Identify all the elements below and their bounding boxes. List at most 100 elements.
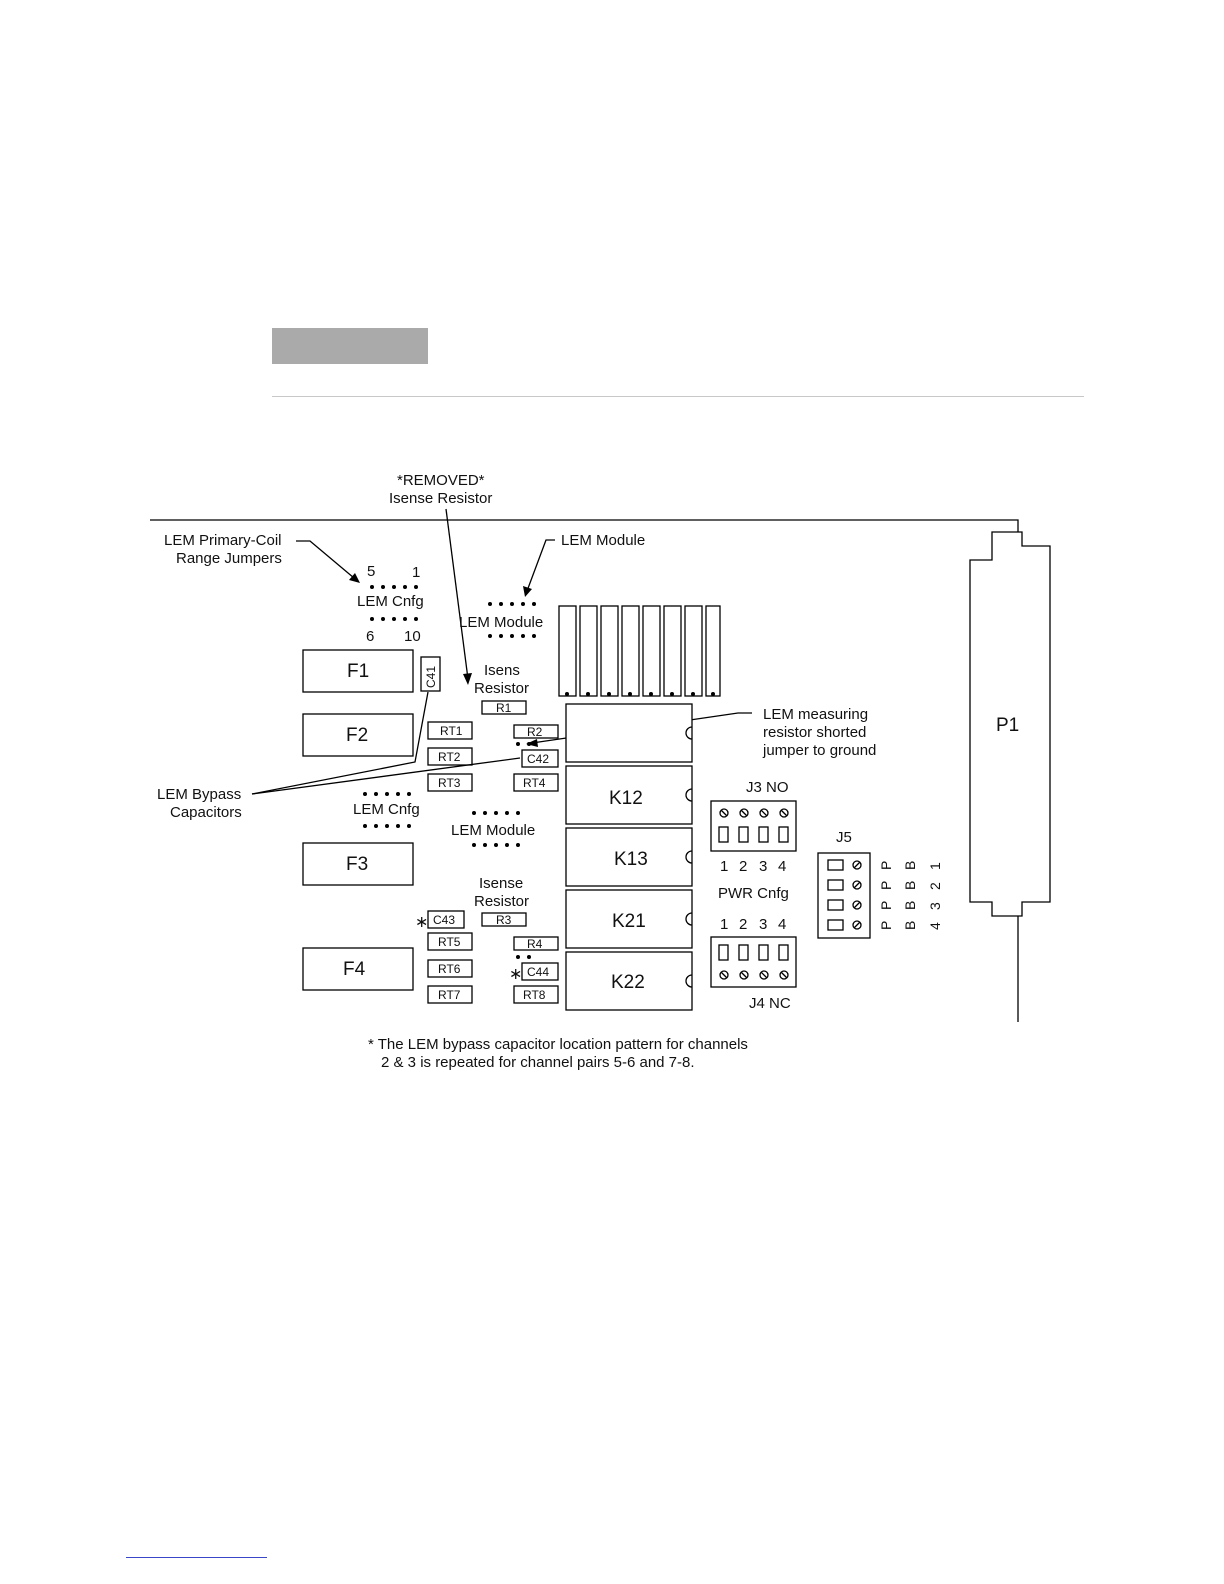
note-line-1: * The LEM bypass capacitor location patt… [368,1036,748,1053]
lem-primary-coil-label: LEM Primary-Coil [164,532,282,549]
pwr-cnfg-label: PWR Cnfg [718,885,789,902]
lem-bypass-label: LEM Bypass [157,786,241,803]
capacitor-c44-label: C44 [527,965,549,979]
relay-k12 [565,765,693,825]
j5-col-n-3: 3 [927,902,943,910]
thermistor-rt1 [427,721,473,740]
j3-label: J3 NO [746,779,789,796]
r4-jumper-pin-1 [516,955,520,959]
header-rule [272,396,1084,397]
c43-asterisk: ∗ [415,914,428,931]
j4-num-4: 4 [778,916,786,933]
j5-col-n-2: 2 [927,882,943,890]
thermistor-rt3 [427,773,473,792]
j5-screws [852,860,862,930]
p1-label: P1 [996,715,1019,736]
relay-k13 [565,827,693,887]
j5-col-b-1: B [902,861,918,870]
j3-num-1: 1 [720,858,728,875]
relay-k22-mark [685,974,693,988]
capacitor-c43-label: C43 [433,913,455,927]
j5-rotated-labels: P P P P B B B B 1 2 3 4 [878,861,943,930]
lem-cnfg-mid-pins [363,792,411,828]
j5-col-b-3: B [902,901,918,910]
capacitor-c43 [427,910,465,929]
lem-cnfg-mid-label: LEM Cnfg [353,801,420,818]
fuse-f2-label: F2 [346,725,368,746]
relay-k13-label: K13 [614,849,648,870]
r4-jumper-pin-2 [527,955,531,959]
bypass-line-c42 [251,757,521,795]
resistor-r2 [513,724,559,739]
j4-num-1: 1 [720,916,728,933]
fuse-f3 [302,842,414,886]
lem-module-mid-pins [472,811,520,847]
pin-5-label: 5 [367,563,375,580]
resistor-r4-label: R4 [527,937,543,951]
note-line-2: 2 & 3 is repeated for channel pairs 5-6 … [381,1054,695,1071]
j5-col-p-2: P [878,881,894,890]
resistor-r4 [513,936,559,951]
j5-col-n-4: 4 [927,922,943,930]
capacitor-c42 [521,749,559,768]
lem-module-top-label: LEM Module [459,614,543,631]
thermistor-rt1-label: RT1 [440,724,463,738]
resistor-r3 [481,912,527,927]
fuse-f4-label: F4 [343,959,366,980]
resistor-r1-label: R1 [496,701,512,715]
thermistor-rt8 [513,985,559,1004]
footer-link-underline[interactable] [126,1557,267,1558]
isense-label: Isense [479,875,523,892]
resistor-r1 [481,700,527,715]
removed-arrow-head [463,673,472,685]
j3-pads [718,826,789,843]
relay-k21-mark [685,912,693,926]
relay-k21 [565,889,693,949]
thermistor-rt4 [513,773,559,792]
j5-col-p-1: P [878,861,894,870]
range-jumpers-arrow-head [349,573,360,583]
lem-module-callout-arrow [526,539,555,592]
j4-screws [719,970,789,980]
j3-num-3: 3 [759,858,767,875]
p1-connector [969,531,1051,917]
j5-col-b-4: B [902,921,918,930]
thermistor-rt5-label: RT5 [438,935,461,949]
range-jumpers-arrow [296,540,355,579]
lem-cnfg-top-pins [370,585,418,621]
resistor-r2-label: R2 [527,725,543,739]
relay-k12-mark [685,788,693,802]
thermistor-rt4-label: RT4 [523,776,546,790]
j4-pads [718,944,789,961]
j4-num-2: 2 [739,916,747,933]
thermistor-rt2 [427,747,473,766]
j5-pads [827,859,844,931]
relay-k21-label: K21 [612,911,646,932]
lem-module-mid-label: LEM Module [451,822,535,839]
capacitor-c42-label: C42 [527,752,549,766]
section-tab-marker [272,328,428,364]
lem-module-callout-label: LEM Module [561,532,645,549]
relay-top-mark [685,726,693,740]
board-outline [150,519,1019,532]
thermistor-rt8-label: RT8 [523,988,546,1002]
resistor-shorted-label: resistor shorted [763,724,866,741]
lem-strips [558,605,721,697]
removed-label: *REMOVED* [397,472,485,489]
c44-asterisk: ∗ [509,966,522,983]
lem-module-callout-arrow-head [523,586,532,597]
r2-jumper-pin-1 [516,742,520,746]
isens-resistor-label: Resistor [474,680,529,697]
isense-resistor-top-label: Isense Resistor [389,490,492,507]
capacitor-c44 [521,962,559,981]
fuse-f3-label: F3 [346,854,368,875]
fuse-f1 [302,649,414,693]
lem-measuring-arrow-head [526,739,538,747]
pin-10-label: 10 [404,628,421,645]
relay-top [565,703,693,763]
resistor-r3-label: R3 [496,913,512,927]
j5-col-b-2: B [902,881,918,890]
capacitor-c41-label: C41 [424,666,438,688]
pin-1-label: 1 [412,564,420,581]
